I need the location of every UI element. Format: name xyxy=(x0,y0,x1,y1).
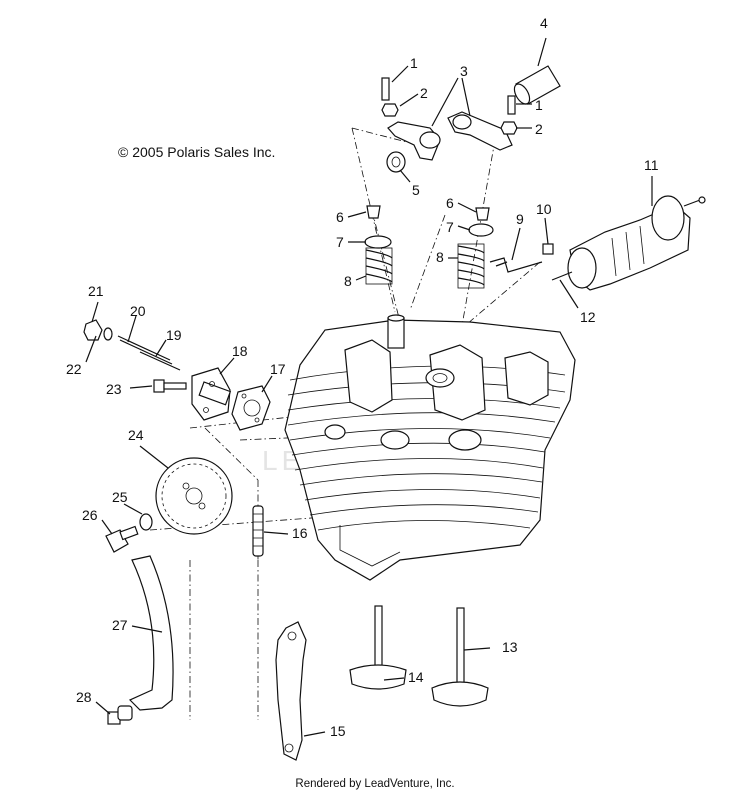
callout-2b: 2 xyxy=(535,121,543,137)
callout-4: 4 xyxy=(540,15,548,31)
callout-9: 9 xyxy=(516,211,524,227)
part-rocker-shaft xyxy=(513,65,561,105)
part-tensioner xyxy=(191,367,232,421)
callout-7a: 7 xyxy=(336,234,344,250)
part-rocker-arms xyxy=(387,111,513,161)
callout-2a: 2 xyxy=(420,85,428,101)
part-sprocket-bolt xyxy=(105,513,153,553)
callout-3: 3 xyxy=(460,63,468,79)
part-bolt-23 xyxy=(153,379,187,393)
part-washer xyxy=(386,151,406,173)
part-bolt-28 xyxy=(107,705,133,725)
callout-16: 16 xyxy=(292,525,308,541)
callout-24: 24 xyxy=(128,427,144,443)
part-valve-springs xyxy=(364,205,494,289)
callout-8a: 8 xyxy=(344,273,352,289)
leader-lines xyxy=(85,37,653,737)
part-dowel-pin xyxy=(551,271,573,281)
part-cam-sprocket xyxy=(155,457,233,535)
part-decompressor xyxy=(489,243,554,273)
callout-5: 5 xyxy=(412,182,420,198)
callout-labels: 1 2 3 4 1 2 5 6 6 7 7 8 8 9 10 11 12 13 … xyxy=(66,15,659,739)
callout-17: 17 xyxy=(270,361,286,377)
callout-6a: 6 xyxy=(336,209,344,225)
callout-13: 13 xyxy=(502,639,518,655)
callout-20: 20 xyxy=(130,303,146,319)
callout-28: 28 xyxy=(76,689,92,705)
callout-8b: 8 xyxy=(436,249,444,265)
callout-26: 26 xyxy=(82,507,98,523)
copyright-notice: © 2005 Polaris Sales Inc. xyxy=(118,144,276,160)
callout-18: 18 xyxy=(232,343,248,359)
part-valves xyxy=(349,605,489,707)
callout-27: 27 xyxy=(112,617,128,633)
callout-25: 25 xyxy=(112,489,128,505)
callout-21: 21 xyxy=(88,283,104,299)
callout-19: 19 xyxy=(166,327,182,343)
callout-12: 12 xyxy=(580,309,596,325)
callout-10: 10 xyxy=(536,201,552,217)
callout-23: 23 xyxy=(106,381,122,397)
callout-1b: 1 xyxy=(535,97,543,113)
callout-22: 22 xyxy=(66,361,82,377)
callout-1a: 1 xyxy=(410,55,418,71)
part-gasket xyxy=(231,385,271,431)
part-chain-guide-27 xyxy=(128,555,174,711)
part-adjusters xyxy=(381,77,518,135)
part-camshaft xyxy=(567,195,706,291)
part-tensioner-plug xyxy=(83,319,181,371)
callout-6b: 6 xyxy=(446,195,454,211)
footer-credit: Rendered by LeadVenture, Inc. xyxy=(295,778,455,790)
part-cam-chain xyxy=(252,505,264,557)
callout-11: 11 xyxy=(644,157,659,173)
callout-7b: 7 xyxy=(446,219,454,235)
part-chain-guide xyxy=(275,621,307,761)
callout-15: 15 xyxy=(330,723,346,739)
callout-14: 14 xyxy=(408,669,424,685)
cylinder-head xyxy=(284,314,576,581)
